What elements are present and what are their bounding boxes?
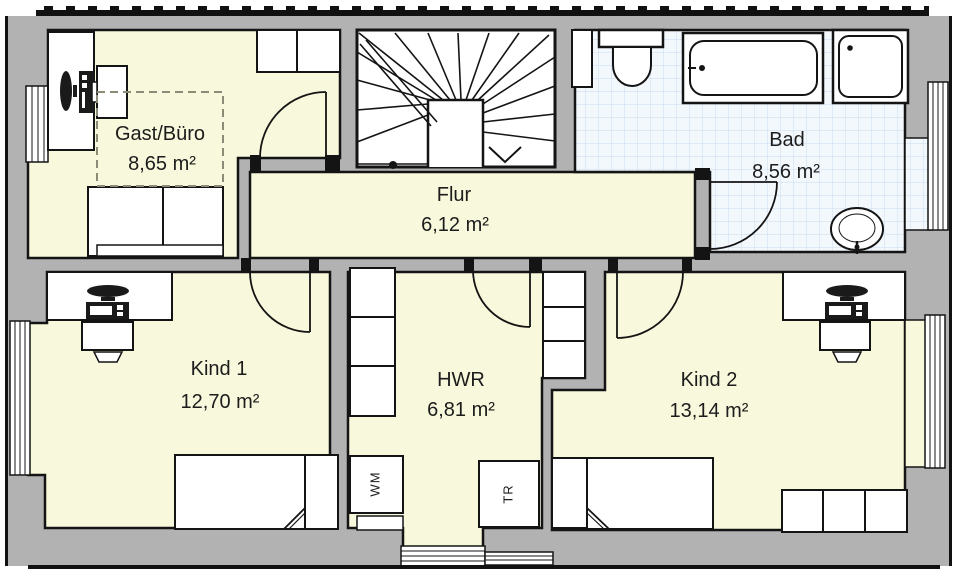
door-kind1 xyxy=(249,271,311,333)
window-gast-buero-left xyxy=(25,85,49,163)
chair xyxy=(819,321,871,351)
wardrobe xyxy=(256,29,341,73)
door-bad xyxy=(709,181,778,250)
room-area-bad: 8,56 m² xyxy=(752,161,820,183)
bed xyxy=(174,454,339,530)
window-kind2-right xyxy=(924,314,946,469)
staircase xyxy=(355,28,557,169)
monitor-stand xyxy=(73,85,77,97)
washing-machine: WM xyxy=(349,455,404,531)
windows xyxy=(9,81,949,568)
dryer-label: TR xyxy=(500,484,515,503)
guest-bed xyxy=(87,186,224,257)
cabinet-right xyxy=(542,271,586,379)
bathtub-icon xyxy=(681,31,825,105)
toilet-icon xyxy=(597,28,665,87)
gast-buero-furniture xyxy=(47,29,341,257)
door-jambs xyxy=(241,155,710,272)
room-label-kind1: Kind 1 xyxy=(191,358,248,380)
cabinet-left xyxy=(349,267,396,417)
stair-direction-arrow xyxy=(488,146,522,164)
room-label-flur: Flur xyxy=(437,184,472,206)
chair-base xyxy=(92,351,124,363)
door-hwr xyxy=(472,269,531,328)
room-area-gast-buero: 8,65 m² xyxy=(128,153,196,175)
kind2-furniture xyxy=(551,271,908,533)
keyboard-icon xyxy=(825,302,868,319)
stair-break-line xyxy=(359,39,438,127)
room-area-flur: 6,12 m² xyxy=(421,214,489,236)
sink-icon xyxy=(830,207,884,254)
room-area-kind1: 12,70 m² xyxy=(181,391,260,413)
wardrobe xyxy=(781,489,908,533)
shaft xyxy=(571,29,593,88)
monitor-icon xyxy=(87,285,129,297)
room-label-kind2: Kind 2 xyxy=(681,369,738,391)
keyboard-icon xyxy=(86,302,129,319)
window-bad-right xyxy=(927,81,949,231)
room-area-hwr: 6,81 m² xyxy=(427,399,495,421)
area-measure-box xyxy=(96,91,224,187)
room-label-bad: Bad xyxy=(769,129,805,151)
monitor-stand xyxy=(840,297,854,301)
kind1-furniture xyxy=(46,271,339,530)
chair xyxy=(81,321,134,351)
monitor-icon xyxy=(826,285,868,297)
window-hwr-bottom xyxy=(400,545,486,568)
monitor-icon xyxy=(60,71,72,111)
room-label-hwr: HWR xyxy=(437,369,485,391)
washing-machine-label: WM xyxy=(367,471,382,496)
room-area-kind2: 13,14 m² xyxy=(670,400,749,422)
door-gast-buero xyxy=(259,91,327,159)
room-label-gast-buero: Gast/Büro xyxy=(115,123,205,145)
plan-border xyxy=(5,6,952,569)
dryer: TR xyxy=(478,460,540,528)
hwr-furniture: WM TR xyxy=(349,267,586,531)
window-kind1-left xyxy=(9,320,31,476)
chair-base xyxy=(831,351,863,363)
bad-fixtures xyxy=(571,28,910,254)
monitor-stand xyxy=(101,297,115,301)
pc-tower-icon xyxy=(79,71,94,113)
door-kind2 xyxy=(616,271,684,339)
bed xyxy=(551,457,714,530)
shower-icon xyxy=(831,28,910,105)
window-bottom-2 xyxy=(484,551,554,566)
stair-start-marker xyxy=(389,161,397,169)
